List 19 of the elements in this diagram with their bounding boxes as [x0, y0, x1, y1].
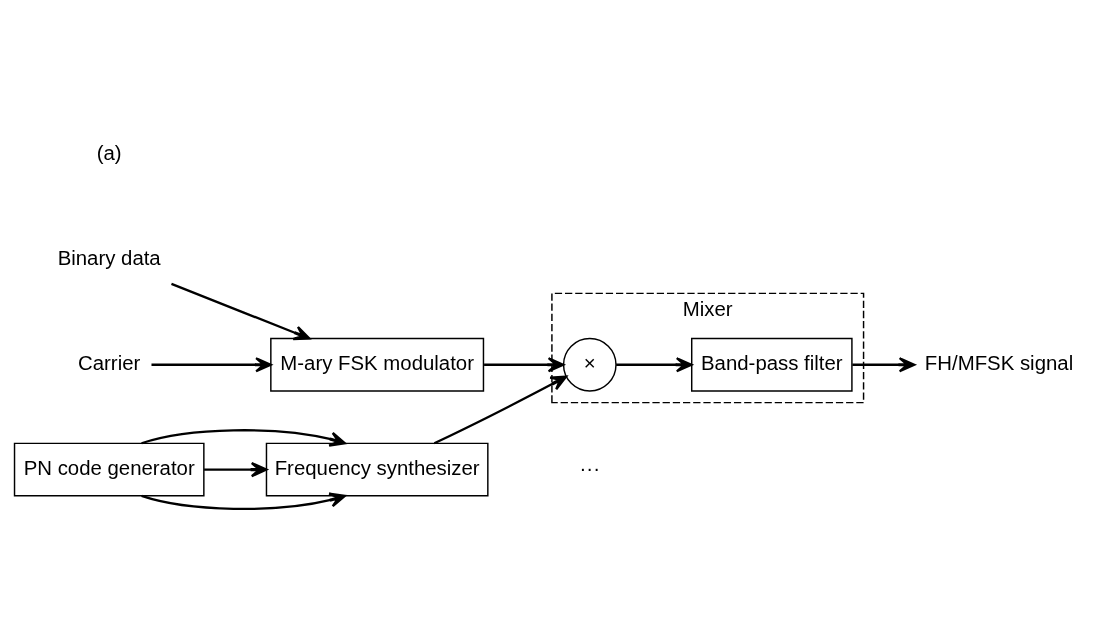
- label: (a): [96, 141, 122, 164]
- node-text: Binary data: [57, 246, 161, 269]
- arrow: [616, 356, 693, 372]
- node-box: M-ary FSK modulator: [270, 337, 485, 392]
- node-box: Frequency synthesizer: [265, 442, 489, 497]
- arrow: [204, 461, 268, 477]
- arrow: [433, 374, 568, 444]
- arrow: [852, 356, 916, 372]
- node-box: Band-pass filter: [691, 337, 853, 392]
- arrow: [141, 428, 347, 447]
- node-circle: ×: [562, 337, 617, 392]
- node-text: FH/MFSK signal: [924, 351, 1074, 374]
- node-text: Carrier: [78, 351, 141, 374]
- node-box: PN code generator: [13, 442, 205, 497]
- arrow: [171, 282, 311, 340]
- arrow: [484, 356, 565, 372]
- label: ···: [579, 456, 600, 479]
- arrow: [141, 491, 347, 510]
- arrow: [151, 356, 272, 372]
